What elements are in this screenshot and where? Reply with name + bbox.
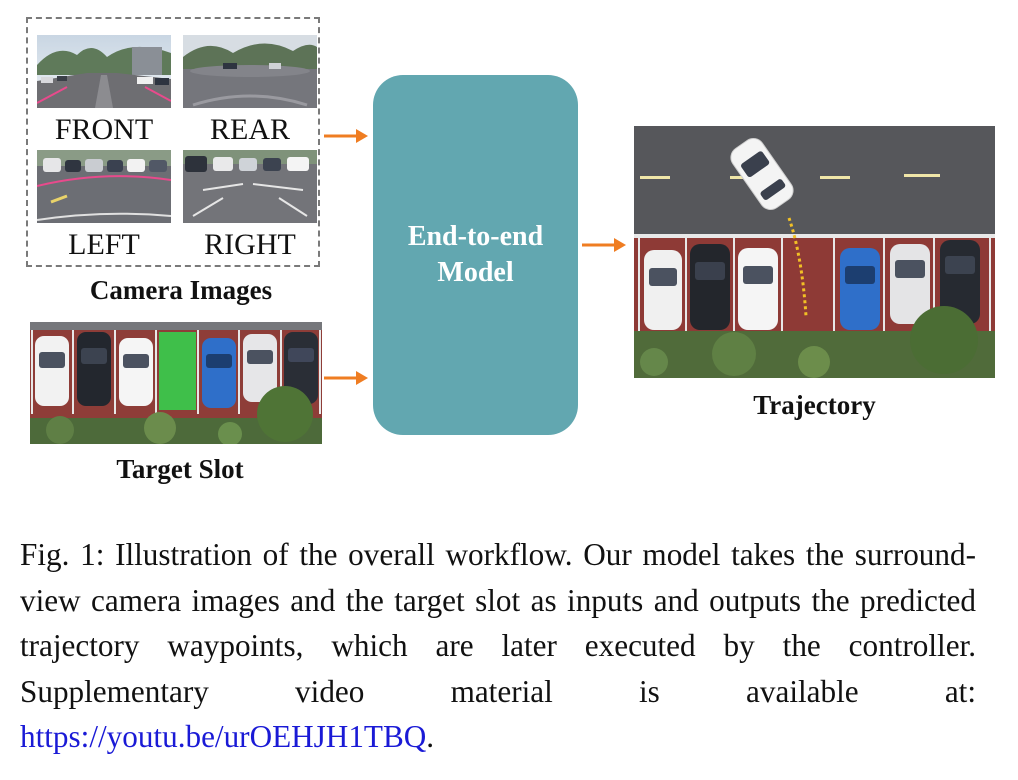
left-camera-image — [37, 150, 171, 223]
trajectory-title: Trajectory — [753, 390, 876, 420]
caption-suffix: . — [426, 719, 435, 754]
target-slot-title: Target Slot — [116, 454, 244, 484]
model-label-line2: Model — [437, 257, 514, 288]
arrow-right-icon — [324, 371, 368, 385]
model-label-line1: End-to-end — [407, 221, 544, 252]
caption-prefix: Fig. 1: — [20, 537, 105, 572]
video-link[interactable]: https://youtu.be/urOEHJH1TBQ — [20, 719, 427, 754]
arrow-right-icon — [582, 238, 626, 252]
front-camera-label: FRONT — [54, 113, 154, 146]
right-camera-image — [183, 150, 317, 223]
rear-camera-label: REAR — [209, 113, 290, 146]
end-to-end-model-block: End-to-end Model — [373, 75, 578, 435]
front-camera-image — [37, 35, 171, 108]
caption-text: Illustration of the overall workflow. Ou… — [20, 537, 976, 709]
trajectory-image — [634, 126, 995, 378]
arrow-right-icon — [324, 129, 368, 143]
target-slot-image — [30, 322, 322, 444]
camera-images-title: Camera Images — [89, 275, 273, 305]
right-camera-label: RIGHT — [204, 228, 296, 261]
left-camera-label: LEFT — [68, 228, 140, 261]
rear-camera-image — [183, 35, 317, 108]
figure-caption: Fig. 1: Illustration of the overall work… — [20, 532, 976, 760]
camera-images-group: FRONT REAR LEFT — [26, 17, 320, 267]
